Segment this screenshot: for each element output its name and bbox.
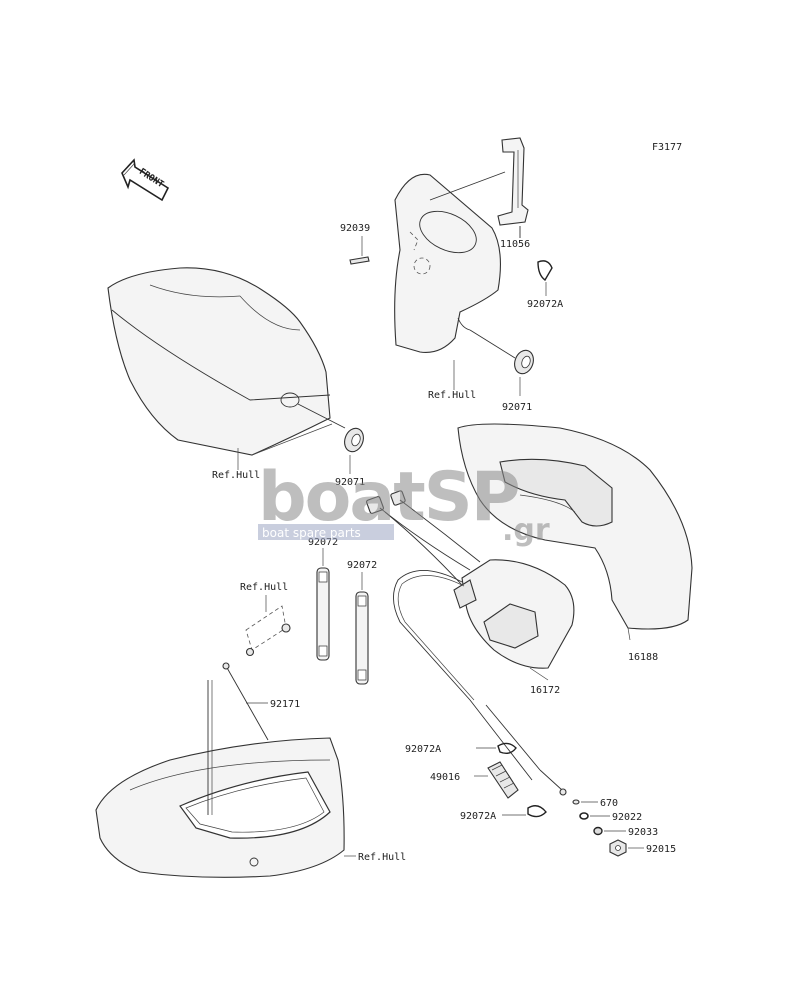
watermark-logo: boatSP .gr boat spare parts: [258, 458, 550, 548]
front-arrow-icon: FRONT: [121, 158, 170, 202]
part-label-92033: 92033: [628, 827, 658, 838]
part-label-92072-b: 92072: [347, 560, 377, 571]
front-cover-panel: [107, 267, 346, 456]
part-label-92072A-top: 92072A: [527, 299, 563, 310]
bolt-92039: [349, 236, 370, 265]
figure-code: F3177: [652, 142, 682, 153]
clip-92072A-mid: [476, 742, 517, 755]
control-box-16172: [453, 559, 575, 681]
part-label-16188: 16188: [628, 652, 658, 663]
wire-harness: [366, 490, 481, 586]
grommet-92071-right: [514, 349, 534, 396]
clip-92072A-top: [537, 260, 553, 296]
part-label-92072-a: 92072: [308, 537, 338, 548]
bracket-11056: [497, 137, 529, 238]
grommet-92071-left: [344, 427, 364, 474]
rod-92171: [222, 662, 269, 741]
part-label-92072A-low: 92072A: [460, 811, 496, 822]
part-label-11056: 11056: [500, 239, 530, 250]
part-label-670: 670: [600, 798, 618, 809]
ref-hull-label-left: Ref.Hull: [212, 470, 260, 481]
part-label-92039: 92039: [340, 223, 370, 234]
rear-cover-panel: [394, 171, 516, 359]
part-label-92071-left: 92071: [335, 477, 365, 488]
strap-92072-b: [355, 572, 369, 685]
watermark-tagline: boat spare parts: [262, 526, 361, 540]
ref-hull-label-mid: Ref.Hull: [240, 582, 288, 593]
part-label-92171: 92171: [270, 699, 300, 710]
washer-92033: [593, 826, 626, 836]
ref-hull-label-top: Ref.Hull: [428, 390, 476, 401]
boot-49016: [474, 761, 519, 799]
part-label-92071-right: 92071: [502, 402, 532, 413]
throttle-cable: [393, 570, 567, 796]
clip-92072A-low: [502, 805, 547, 818]
watermark-main: boatSP: [258, 458, 519, 537]
side-cover-16188: [457, 423, 693, 641]
hull-section-bottom: [95, 680, 356, 878]
pin-670: [572, 799, 598, 805]
strap-92072-a: [316, 548, 330, 661]
part-label-92022: 92022: [612, 812, 642, 823]
ref-hull-label-bottom: Ref.Hull: [358, 852, 406, 863]
hull-nut-bracket: [245, 595, 291, 657]
washer-92022: [579, 812, 610, 820]
nut-92015: [609, 839, 644, 857]
part-label-16172: 16172: [530, 685, 560, 696]
part-label-92072A-mid: 92072A: [405, 744, 441, 755]
watermark-suffix: .gr: [502, 513, 550, 548]
part-label-92015: 92015: [646, 844, 676, 855]
part-label-49016: 49016: [430, 772, 460, 783]
